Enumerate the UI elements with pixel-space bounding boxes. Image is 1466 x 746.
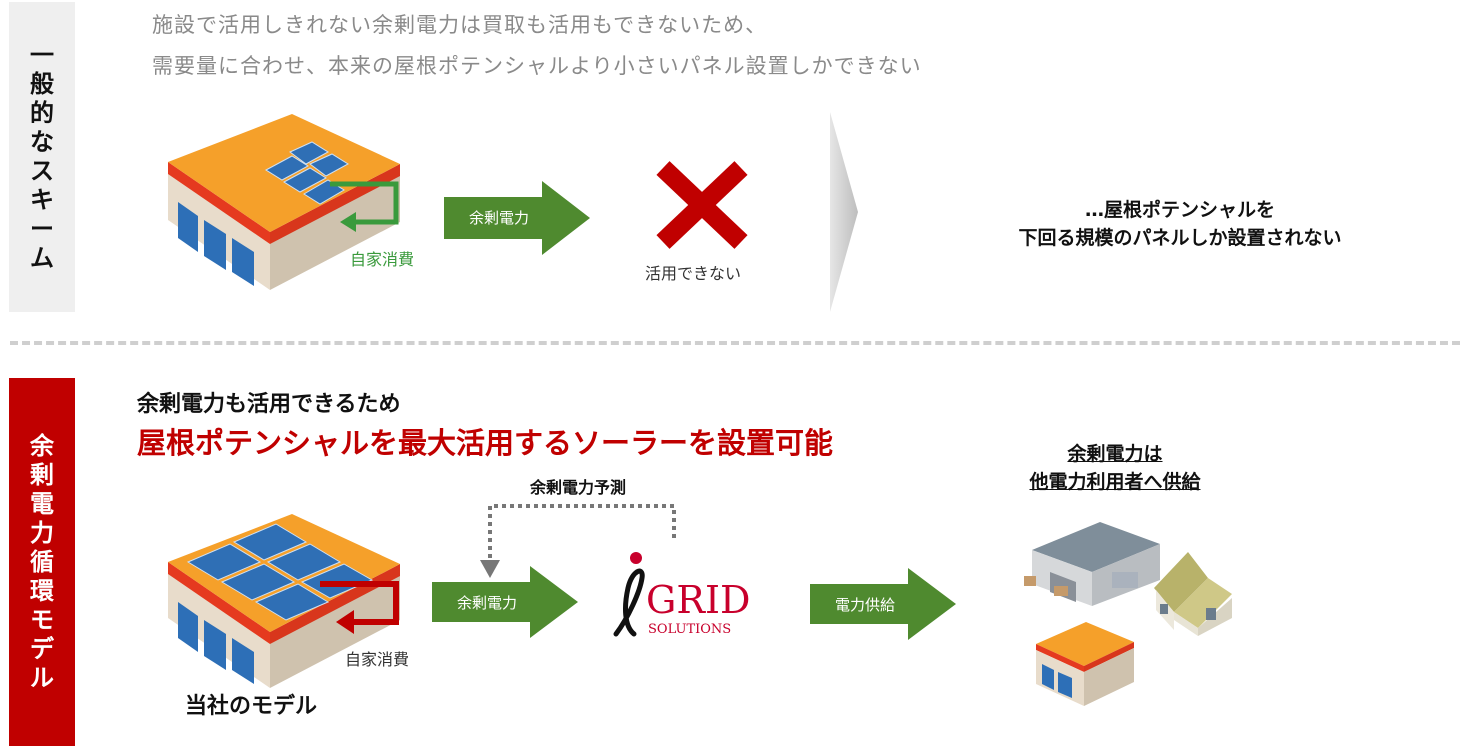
- scheme-label-circular-char: デ: [30, 634, 54, 663]
- store-icon: [1036, 622, 1134, 706]
- scheme-label-circular-char: 環: [30, 576, 54, 605]
- scheme-label-circular-char: 電: [30, 489, 54, 518]
- supply-heading-line2: 他電力利用者へ供給: [1029, 471, 1201, 493]
- top-result-line2: 下回る規模のパネルしか設置されない: [1018, 227, 1342, 249]
- self-consumption-label: 自家消費: [350, 250, 415, 269]
- scheme-label-circular-char: ル: [30, 663, 54, 692]
- self-consumption-label-bottom: 自家消費: [345, 650, 410, 669]
- igrid-logo-mark-icon: [613, 552, 645, 637]
- igrid-logo-sub: SOLUTIONS: [648, 622, 732, 637]
- top-description-line1: 施設で活用しきれない余剰電力は買取も活用もできないため、: [152, 13, 768, 37]
- surplus-power-arrow-icon: [444, 181, 590, 255]
- scheme-label-circular-char: モ: [30, 605, 54, 634]
- top-result-text: …屋根ポテンシャルを 下回る規模のパネルしか設置されない: [960, 196, 1400, 252]
- cannot-use-label: 活用できない: [645, 264, 742, 283]
- scheme-label-general-char: な: [30, 128, 54, 156]
- warehouse-icon: [1024, 522, 1160, 606]
- surplus-power-arrow-label: 余剰電力: [468, 209, 529, 227]
- supply-heading-line1: 余剰電力は: [1067, 443, 1163, 465]
- building-small-panel-icon: [168, 114, 400, 290]
- scheme-label-circular-char: 循: [30, 547, 54, 576]
- top-description-line2: 需要量に合わせ、本来の屋根ポテンシャルより小さいパネル設置しかできない: [152, 54, 922, 78]
- scheme-label-general-char: 的: [30, 99, 54, 127]
- scheme-label-general-char: ム: [30, 244, 54, 272]
- power-supply-arrow-label: 電力供給: [834, 596, 895, 614]
- scheme-label-circular-char: 力: [30, 518, 54, 547]
- building-full-panels-icon: [168, 514, 400, 688]
- forecast-label: 余剰電力予測: [530, 478, 627, 497]
- scheme-label-circular-char: 余: [30, 431, 54, 460]
- scheme-label-general-char: キ: [30, 186, 54, 214]
- power-supply-arrow-icon: [810, 568, 956, 640]
- surplus-power-arrow-bottom-icon: [432, 566, 578, 638]
- section-divider: [10, 341, 1460, 345]
- cross-icon: [656, 161, 748, 249]
- scheme-label-circular: 余剰電力循環モデル: [9, 378, 75, 746]
- our-model-label: 当社のモデル: [185, 694, 318, 719]
- self-consumption-arrow-red-icon: [320, 581, 399, 634]
- top-result-line1: …屋根ポテンシャルを: [1084, 199, 1275, 221]
- bottom-headline2: 屋根ポテンシャルを最大活用するソーラーを設置可能: [137, 426, 834, 460]
- supply-heading: 余剰電力は 他電力利用者へ供給: [990, 440, 1240, 496]
- scheme-label-general-char: 一: [30, 41, 54, 69]
- igrid-logo-main: GRID: [646, 578, 751, 622]
- bottom-headline1: 余剰電力も活用できるため: [137, 392, 401, 417]
- scheme-label-circular-char: 剰: [30, 460, 54, 489]
- scheme-label-general-char: 般: [30, 70, 54, 98]
- scheme-label-general-char: ス: [30, 157, 54, 185]
- forecast-connector-icon: [480, 504, 676, 578]
- igrid-logo: GRID SOLUTIONS: [594, 548, 774, 648]
- chevron-right-icon: [830, 112, 858, 312]
- scheme-label-general-char: ー: [30, 215, 54, 243]
- house-icon: [1154, 552, 1232, 636]
- scheme-label-general: 一般的なスキーム: [9, 2, 75, 312]
- self-consumption-arrow-icon: [330, 181, 399, 232]
- surplus-power-arrow-bottom-label: 余剰電力: [456, 594, 517, 612]
